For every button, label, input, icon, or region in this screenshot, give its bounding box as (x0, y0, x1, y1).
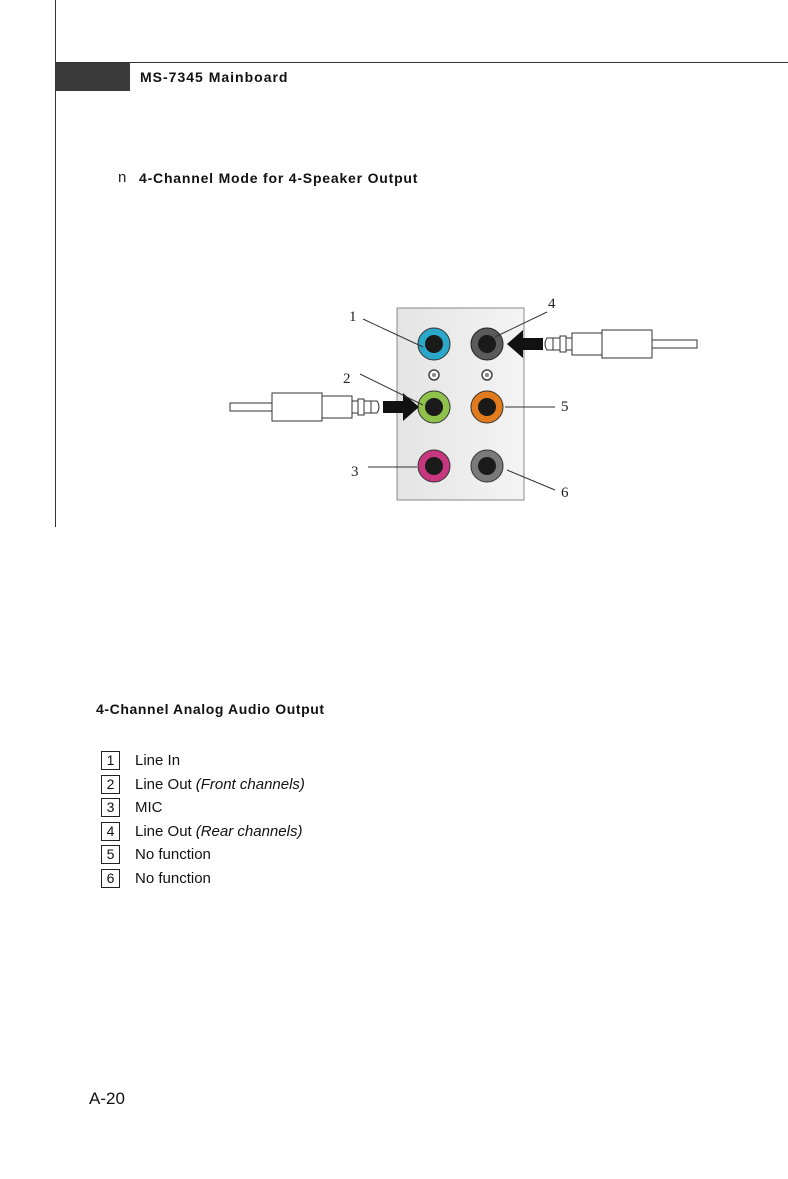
callout-6: 6 (561, 485, 569, 501)
legend-label: Line In (135, 752, 180, 769)
audio-plug-left (230, 393, 379, 421)
callout-2: 2 (343, 371, 351, 387)
jack-side (471, 450, 503, 482)
header-tab (56, 63, 130, 91)
callout-4: 4 (548, 296, 556, 312)
table-title: 4-Channel Analog Audio Output (96, 701, 325, 717)
legend-row: 4 Line Out (Rear channels) (101, 820, 305, 844)
legend-row: 3 MIC (101, 796, 305, 820)
legend-row: 5 No function (101, 843, 305, 867)
legend-number: 3 (101, 798, 120, 817)
legend-label: Line Out (135, 776, 192, 793)
legend-label: Line Out (135, 823, 192, 840)
legend-note: (Rear channels) (196, 823, 303, 840)
audio-plug-right (545, 330, 697, 358)
legend-number: 2 (101, 775, 120, 794)
jack-center-sub (471, 391, 503, 423)
jack-front-out (418, 391, 450, 423)
legend-number: 6 (101, 869, 120, 888)
page-number: A-20 (89, 1089, 125, 1109)
legend-label: No function (135, 846, 211, 863)
legend-note: (Front channels) (196, 776, 305, 793)
legend-number: 1 (101, 751, 120, 770)
callout-1: 1 (349, 309, 357, 325)
callout-3: 3 (351, 464, 359, 480)
jack-legend: 1 Line In 2 Line Out (Front channels) 3 … (101, 749, 305, 890)
section-bullet: n (118, 169, 126, 186)
header-title: MS-7345 Mainboard (140, 69, 288, 85)
io-panel-plate (397, 308, 524, 500)
header-rule (55, 62, 788, 63)
callout-5: 5 (561, 399, 569, 415)
legend-number: 5 (101, 845, 120, 864)
legend-row: 2 Line Out (Front channels) (101, 773, 305, 797)
legend-row: 6 No function (101, 867, 305, 891)
audio-panel-svg: 1 2 3 4 5 6 (225, 290, 705, 510)
jack-rear-out (471, 328, 503, 360)
jack-line-in (418, 328, 450, 360)
jack-mic (418, 450, 450, 482)
legend-label: MIC (135, 799, 163, 816)
legend-number: 4 (101, 822, 120, 841)
audio-jack-diagram: 1 2 3 4 5 6 (225, 290, 705, 510)
legend-row: 1 Line In (101, 749, 305, 773)
section-title: 4-Channel Mode for 4-Speaker Output (139, 170, 418, 186)
legend-label: No function (135, 870, 211, 887)
